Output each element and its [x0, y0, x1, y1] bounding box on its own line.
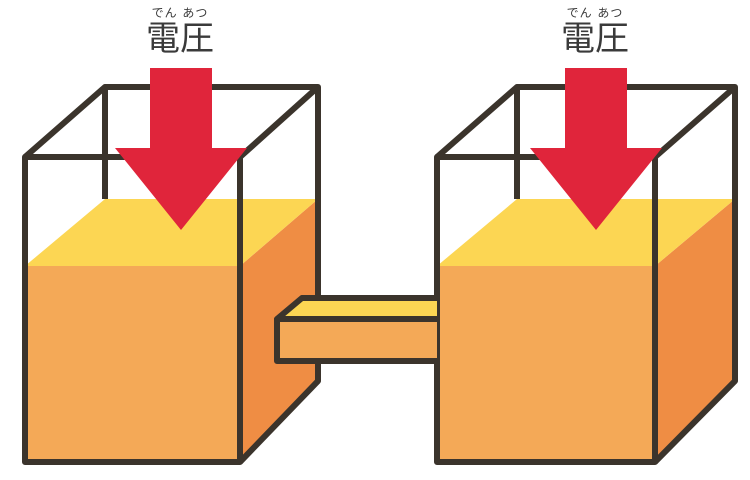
- right-liquid-side: [655, 199, 735, 462]
- connecting-pipe: [274, 295, 437, 364]
- voltage-label-right: でん あつ 電圧: [545, 6, 645, 58]
- left-tank: [22, 84, 321, 465]
- right-tank: [434, 84, 738, 465]
- right-liquid-front: [437, 266, 655, 462]
- pipe-top: [277, 298, 437, 319]
- right-liquid-top: [437, 199, 735, 266]
- down-arrow-icon: [115, 68, 247, 230]
- voltage-text-left: 電圧: [146, 19, 214, 59]
- voltage-ruby-left: でん あつ: [151, 6, 209, 20]
- voltage-ruby-right: でん あつ: [566, 6, 624, 20]
- left-liquid-front: [25, 266, 240, 462]
- voltage-label-left: でん あつ 電圧: [130, 6, 230, 58]
- down-arrow-icon: [530, 68, 662, 230]
- left-liquid-top: [25, 199, 318, 266]
- voltage-text-right: 電圧: [561, 19, 629, 59]
- pipe-front: [277, 319, 437, 361]
